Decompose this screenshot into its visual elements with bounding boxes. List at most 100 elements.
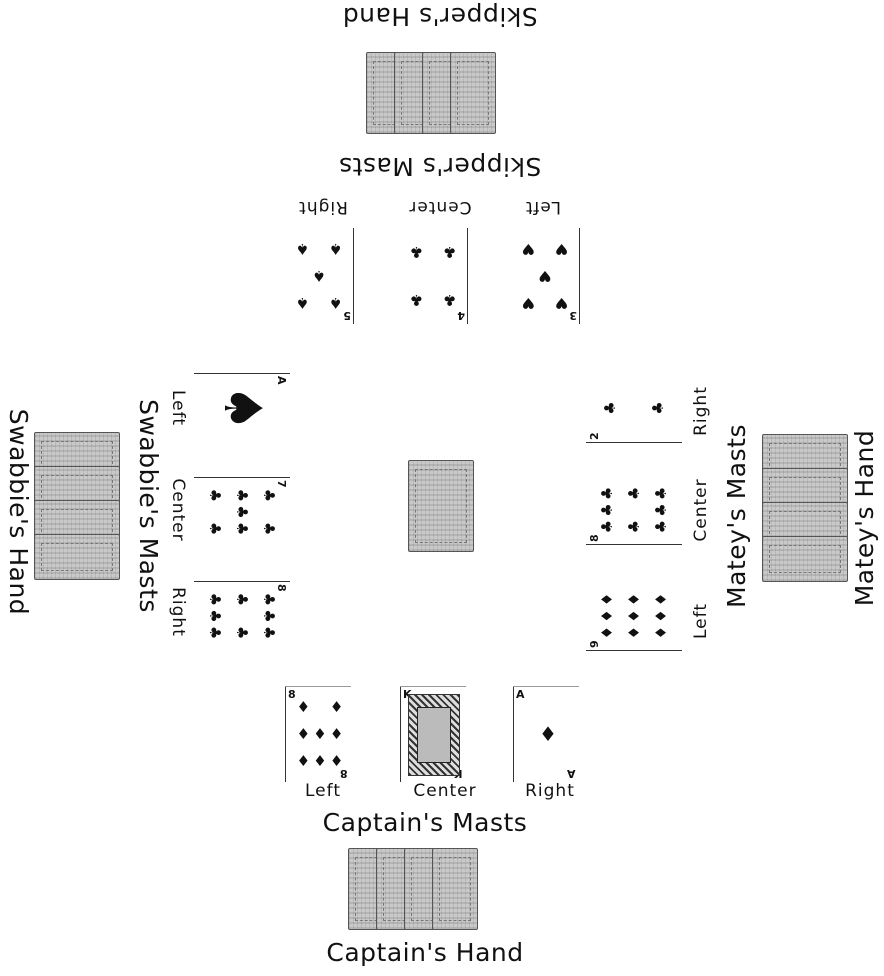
deck-icon bbox=[408, 460, 474, 552]
club-icon: ♣ bbox=[233, 505, 251, 518]
club-icon: ♣ bbox=[652, 520, 670, 533]
skipper-masts-label: Skipper's Masts bbox=[300, 154, 580, 179]
club-icon: ♣ bbox=[206, 593, 224, 606]
diamond-icon: ♦ bbox=[625, 609, 643, 622]
swabbie-mast-center-card[interactable]: 7 ♣♣ ♣♣♣ ♣♣ bbox=[194, 477, 290, 543]
card-back-icon bbox=[432, 848, 478, 930]
club-icon: ♣ bbox=[206, 609, 224, 622]
heart-icon: ♥ bbox=[555, 294, 568, 312]
diamond-icon: ♦ bbox=[313, 752, 326, 770]
club-icon: ♣ bbox=[598, 503, 616, 516]
matey-mast-left-card[interactable]: 9 ♦ ♦ ♦ ♦ ♦ ♦ ♦ ♦ ♦ bbox=[586, 585, 682, 651]
card-rank: 4 bbox=[457, 310, 465, 321]
matey-masts-label: Matey's Masts bbox=[724, 386, 754, 646]
skipper-hand-label: Skipper's Hand bbox=[310, 4, 570, 29]
club-icon: ♣ bbox=[260, 522, 278, 535]
club-icon: ♣ bbox=[443, 243, 456, 261]
swabbie-mast-left-card[interactable]: A ♠ bbox=[194, 373, 290, 439]
card-rank: 9 bbox=[589, 640, 600, 648]
club-icon: ♣ bbox=[598, 520, 616, 533]
club-icon: ♣ bbox=[206, 489, 224, 502]
club-icon: ♣ bbox=[652, 487, 670, 500]
matey-hand-label: Matey's Hand bbox=[852, 388, 882, 648]
card-back-icon bbox=[762, 536, 848, 582]
swabbie-masts-label: Swabbie's Masts bbox=[131, 376, 161, 636]
club-icon: ♣ bbox=[652, 503, 670, 516]
matey-mast-center-card[interactable]: 8 ♣♣♣ ♣♣ ♣♣♣ bbox=[586, 479, 682, 545]
swabbie-mast-right-label: Right bbox=[166, 577, 186, 647]
diamond-icon: ♦ bbox=[598, 593, 616, 606]
club-icon: ♣ bbox=[260, 489, 278, 502]
club-icon: ♣ bbox=[601, 401, 619, 414]
diamond-icon: ♦ bbox=[652, 593, 670, 606]
diamond-icon: ♦ bbox=[330, 725, 343, 743]
club-icon: ♣ bbox=[233, 489, 251, 502]
spade-icon: ♠ bbox=[312, 267, 325, 285]
captain-mast-left-label: Left bbox=[283, 783, 363, 800]
matey-mast-center-label: Center bbox=[693, 470, 713, 550]
skipper-mast-right-label: Right bbox=[283, 198, 363, 215]
captain-mast-center-card[interactable]: K K bbox=[400, 686, 466, 782]
club-icon: ♣ bbox=[410, 243, 423, 261]
swabbie-mast-right-card[interactable]: 8 ♣♣♣ ♣♣ ♣♣♣ bbox=[194, 581, 290, 647]
card-rank: 2 bbox=[589, 432, 600, 440]
captain-hand[interactable] bbox=[348, 848, 478, 934]
club-icon: ♣ bbox=[625, 520, 643, 533]
diamond-icon: ♦ bbox=[652, 626, 670, 639]
card-rank: 3 bbox=[569, 310, 577, 321]
matey-mast-right-label: Right bbox=[693, 376, 713, 446]
card-rank: 8 bbox=[589, 534, 600, 542]
diamond-icon: ♦ bbox=[652, 609, 670, 622]
draw-pile[interactable] bbox=[408, 460, 474, 552]
club-icon: ♣ bbox=[260, 593, 278, 606]
diamond-icon: ♦ bbox=[330, 752, 343, 770]
diamond-icon: ♦ bbox=[625, 626, 643, 639]
diamond-icon: ♦ bbox=[297, 725, 310, 743]
diamond-icon: ♦ bbox=[313, 725, 326, 743]
club-icon: ♣ bbox=[233, 522, 251, 535]
diamond-icon: ♦ bbox=[625, 593, 643, 606]
king-court-icon bbox=[408, 694, 460, 776]
matey-hand[interactable] bbox=[762, 434, 848, 584]
matey-mast-left-label: Left bbox=[693, 586, 713, 656]
spade-icon: ♠ bbox=[212, 385, 272, 432]
heart-icon: ♥ bbox=[555, 240, 568, 258]
heart-icon: ♥ bbox=[522, 294, 535, 312]
card-back-icon bbox=[34, 534, 120, 580]
club-icon: ♣ bbox=[649, 401, 667, 414]
diamond-icon: ♦ bbox=[598, 626, 616, 639]
club-icon: ♣ bbox=[206, 522, 224, 535]
captain-masts-label: Captain's Masts bbox=[285, 810, 565, 835]
heart-icon: ♥ bbox=[538, 267, 551, 285]
matey-mast-right-card[interactable]: 2 ♣ ♣ bbox=[586, 377, 682, 443]
club-icon: ♣ bbox=[233, 593, 251, 606]
spade-icon: ♠ bbox=[329, 240, 342, 258]
club-icon: ♣ bbox=[206, 626, 224, 639]
club-icon: ♣ bbox=[598, 487, 616, 500]
diamond-icon: ♦ bbox=[297, 698, 310, 716]
club-icon: ♣ bbox=[443, 291, 456, 309]
captain-mast-left-card[interactable]: 8 8 ♦♦ ♦♦♦ ♦♦♦ bbox=[285, 686, 351, 782]
skipper-mast-right-card[interactable]: 5 ♠♠ ♠ ♠♠ bbox=[288, 228, 354, 324]
swabbie-hand-label: Swabbie's Hand bbox=[1, 382, 31, 642]
card-rank: 5 bbox=[343, 310, 351, 321]
spade-icon: ♠ bbox=[296, 294, 309, 312]
swabbie-mast-left-label: Left bbox=[166, 378, 186, 438]
swabbie-hand[interactable] bbox=[34, 432, 120, 582]
captain-mast-right-label: Right bbox=[510, 783, 590, 800]
card-back-icon bbox=[450, 52, 496, 134]
spade-icon: ♠ bbox=[296, 240, 309, 258]
captain-mast-right-card[interactable]: A A ♦ bbox=[513, 686, 579, 782]
diamond-icon: ♦ bbox=[598, 609, 616, 622]
heart-icon: ♥ bbox=[522, 240, 535, 258]
skipper-mast-left-label: Left bbox=[508, 198, 578, 215]
club-icon: ♣ bbox=[260, 626, 278, 639]
skipper-hand[interactable] bbox=[366, 52, 496, 138]
skipper-mast-left-card[interactable]: 3 ♥♥ ♥ ♥♥ bbox=[514, 228, 580, 324]
skipper-mast-center-card[interactable]: 4 ♣ ♣ ♣ ♣ bbox=[402, 228, 468, 324]
club-icon: ♣ bbox=[410, 291, 423, 309]
spade-icon: ♠ bbox=[329, 294, 342, 312]
captain-mast-center-label: Center bbox=[395, 783, 495, 800]
club-icon: ♣ bbox=[260, 609, 278, 622]
diamond-icon: ♦ bbox=[330, 698, 343, 716]
